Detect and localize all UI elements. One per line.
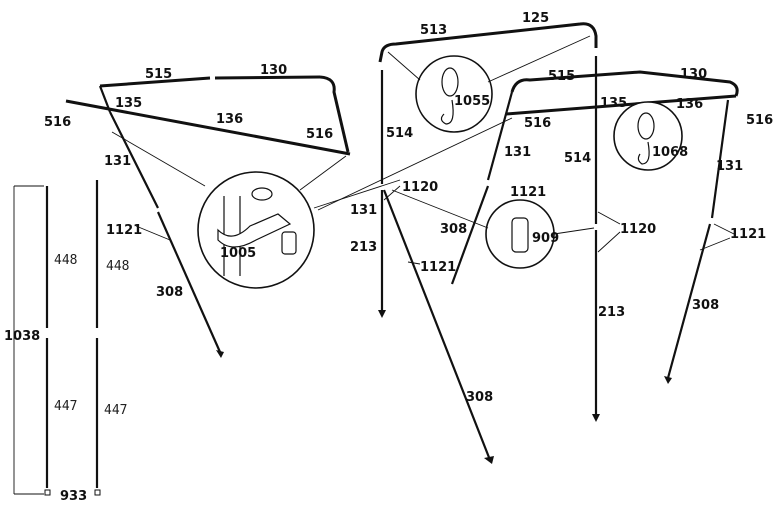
label-448: 448 bbox=[106, 259, 129, 274]
hook-1068 bbox=[637, 141, 650, 165]
leader bbox=[597, 211, 621, 225]
hook-1055 bbox=[440, 99, 454, 125]
hook-plate bbox=[441, 67, 459, 97]
label-308: 308 bbox=[692, 298, 719, 313]
leader bbox=[391, 189, 489, 229]
label-514: 514 bbox=[386, 126, 413, 141]
leader bbox=[553, 227, 595, 235]
leader bbox=[597, 231, 621, 253]
leader bbox=[111, 131, 206, 187]
label-514: 514 bbox=[564, 151, 591, 166]
bolt bbox=[281, 231, 297, 255]
end-cap bbox=[94, 489, 101, 496]
pole-308-right-a bbox=[450, 185, 490, 285]
label-130: 130 bbox=[680, 67, 707, 82]
label-135: 135 bbox=[600, 96, 627, 111]
center-frame bbox=[378, 22, 598, 464]
label-131: 131 bbox=[716, 159, 743, 174]
label-1121: 1121 bbox=[510, 185, 546, 200]
leader bbox=[387, 51, 421, 81]
pole-308-tip bbox=[484, 456, 494, 464]
pole-308-tip bbox=[216, 350, 224, 358]
label-1068: 1068 bbox=[652, 145, 688, 160]
pole-308-center bbox=[382, 189, 492, 461]
leader bbox=[313, 179, 401, 209]
label-130: 130 bbox=[260, 63, 287, 78]
end-cap bbox=[44, 489, 51, 496]
label-135: 135 bbox=[115, 96, 142, 111]
label-308: 308 bbox=[156, 285, 183, 300]
label-1005: 1005 bbox=[220, 246, 256, 261]
leader bbox=[713, 223, 735, 235]
label-516: 516 bbox=[44, 115, 71, 130]
label-515: 515 bbox=[145, 67, 172, 82]
spare-poles bbox=[13, 180, 101, 496]
leader bbox=[699, 237, 731, 251]
label-136: 136 bbox=[676, 97, 703, 112]
left-frame bbox=[65, 75, 401, 358]
label-213: 213 bbox=[598, 305, 625, 320]
pole-308-tip bbox=[664, 376, 672, 384]
label-448: 448 bbox=[54, 253, 77, 268]
pole-136-right bbox=[505, 94, 737, 116]
label-447: 447 bbox=[54, 399, 77, 414]
pole-213-tip bbox=[378, 310, 386, 318]
leader bbox=[487, 35, 591, 83]
label-136: 136 bbox=[216, 112, 243, 127]
leader bbox=[317, 117, 513, 211]
pole-513-125 bbox=[378, 22, 598, 63]
label-131: 131 bbox=[350, 203, 377, 218]
pole-130-bend bbox=[319, 75, 350, 153]
pole-130 bbox=[214, 75, 321, 80]
label-909: 909 bbox=[532, 231, 559, 246]
label-516: 516 bbox=[746, 113, 773, 128]
label-1120: 1120 bbox=[620, 222, 656, 237]
label-516: 516 bbox=[306, 127, 333, 142]
pole-515 bbox=[99, 76, 211, 88]
hook-plate bbox=[637, 112, 655, 140]
pole-308-far bbox=[666, 223, 712, 379]
label-1038: 1038 bbox=[4, 329, 40, 344]
label-513: 513 bbox=[420, 23, 447, 38]
knob bbox=[251, 187, 273, 201]
label-1055: 1055 bbox=[454, 94, 490, 109]
label-933: 933 bbox=[60, 489, 87, 504]
label-1120: 1120 bbox=[402, 180, 438, 195]
label-131: 131 bbox=[104, 154, 131, 169]
leader bbox=[135, 225, 171, 241]
connector-909 bbox=[511, 217, 529, 253]
clamp-1005 bbox=[217, 213, 292, 248]
leader bbox=[383, 185, 401, 201]
label-515: 515 bbox=[548, 69, 575, 84]
pole-131 bbox=[109, 111, 159, 209]
leader bbox=[299, 155, 347, 191]
leader bbox=[407, 261, 421, 265]
label-516: 516 bbox=[524, 116, 551, 131]
label-308: 308 bbox=[466, 390, 493, 405]
label-125: 125 bbox=[522, 11, 549, 26]
label-447: 447 bbox=[104, 403, 127, 418]
pole-308 bbox=[156, 211, 222, 353]
label-1121: 1121 bbox=[420, 260, 456, 275]
label-131: 131 bbox=[504, 145, 531, 160]
right-frame bbox=[317, 56, 739, 422]
pole-515-130 bbox=[510, 70, 739, 97]
label-213: 213 bbox=[350, 240, 377, 255]
pole-131-far bbox=[710, 99, 730, 219]
label-1121: 1121 bbox=[106, 223, 142, 238]
pole-213-tip bbox=[592, 414, 600, 422]
pole-131-right bbox=[486, 91, 514, 181]
part-labels: 515 130 135 516 136 516 131 1121 308 100… bbox=[4, 11, 773, 504]
label-1121: 1121 bbox=[730, 227, 766, 242]
pole-136 bbox=[65, 99, 351, 156]
label-308: 308 bbox=[440, 222, 467, 237]
